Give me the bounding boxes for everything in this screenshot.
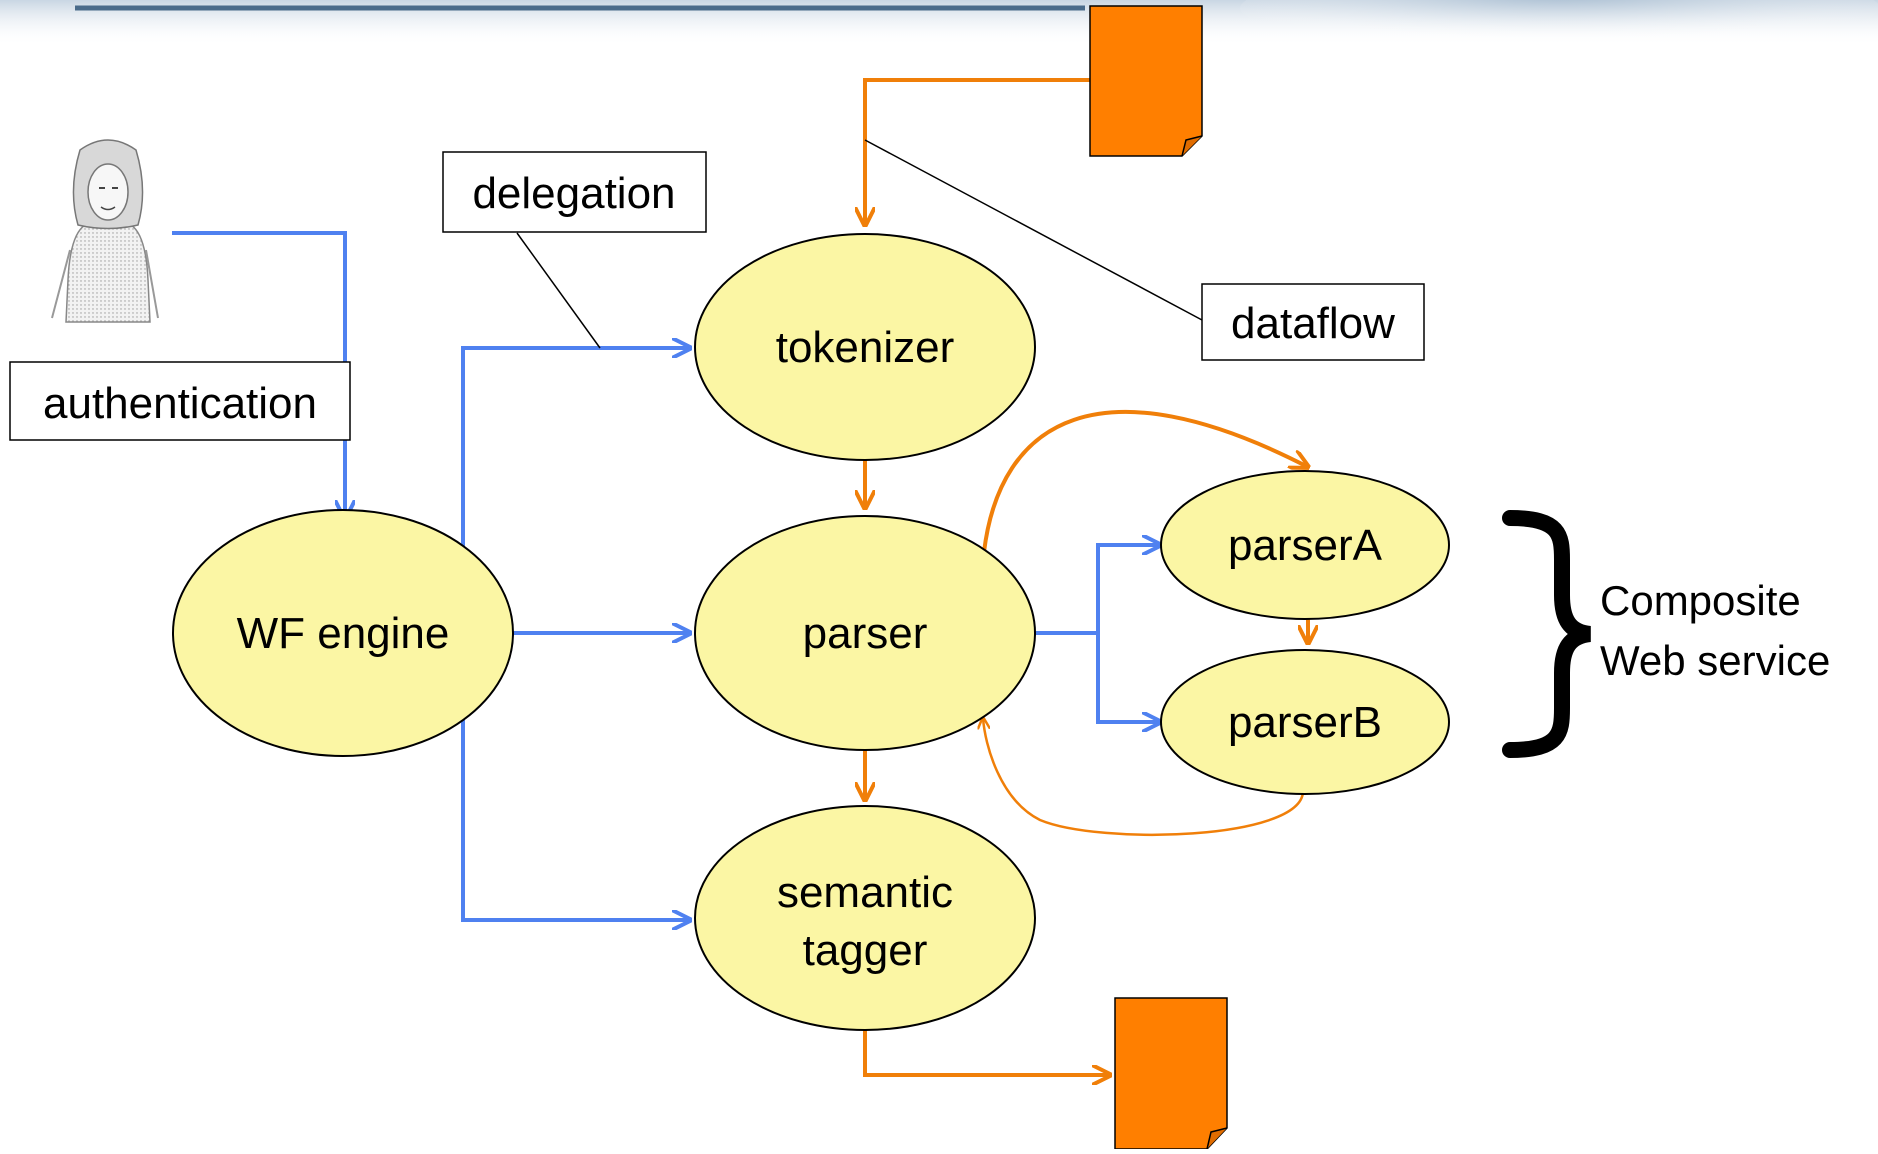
input-document xyxy=(1089,5,1203,157)
edge-parser-b-to-parser-curve xyxy=(983,718,1305,837)
dataflow-edges xyxy=(863,78,1308,1075)
callout-leaders xyxy=(516,139,1203,349)
edge-parser-to-parser-b xyxy=(1096,633,1160,722)
authentication-label: authentication xyxy=(9,361,351,441)
composite-label-line-1: Composite xyxy=(1600,577,1801,624)
node-semantic-tagger[interactable]: semantic tagger xyxy=(694,805,1036,1031)
node-label: parser xyxy=(803,609,928,658)
slide-header xyxy=(0,0,1878,48)
edge-parser-to-parser-a-curve xyxy=(982,409,1308,553)
delegation-text: delegation xyxy=(472,169,675,218)
document-icon xyxy=(1114,997,1228,1150)
node-wf-engine[interactable]: WF engine xyxy=(172,509,514,757)
edge-wf-engine-to-semantic-tagger xyxy=(461,713,690,920)
delegation-edges xyxy=(172,231,1160,920)
node-label: parserA xyxy=(1228,521,1383,570)
dataflow-text: dataflow xyxy=(1231,299,1395,348)
node-parser[interactable]: parser xyxy=(694,515,1036,751)
edge-input-doc-to-tokenizer xyxy=(865,78,1090,225)
node-parser-a[interactable]: parserA xyxy=(1160,470,1450,620)
node-tokenizer[interactable]: tokenizer xyxy=(694,233,1036,461)
dataflow-label: dataflow xyxy=(1201,283,1425,361)
delegation-label: delegation xyxy=(442,151,707,233)
composite-label-line-2: Web service xyxy=(1600,637,1830,684)
node-label: tokenizer xyxy=(776,323,955,372)
edge-parser-to-parser-a xyxy=(1033,545,1160,635)
node-label-line-2: tagger xyxy=(803,926,928,975)
delegation-leader xyxy=(516,232,601,349)
brace-icon xyxy=(1502,510,1592,758)
node-parser-b[interactable]: parserB xyxy=(1160,649,1450,795)
authentication-text: authentication xyxy=(43,379,317,428)
edge-wf-engine-to-tokenizer xyxy=(461,348,690,553)
node-label: parserB xyxy=(1228,698,1382,747)
node-label-line-1: semantic xyxy=(777,868,953,917)
document-icon xyxy=(1089,5,1203,157)
edge-semantic-tagger-to-output-doc xyxy=(863,1030,1110,1075)
composite-web-service-group: Composite Web service xyxy=(1502,510,1830,758)
dataflow-leader xyxy=(864,139,1203,321)
output-document xyxy=(1114,997,1228,1150)
user-figure-icon xyxy=(50,139,162,325)
node-label: WF engine xyxy=(237,609,450,658)
